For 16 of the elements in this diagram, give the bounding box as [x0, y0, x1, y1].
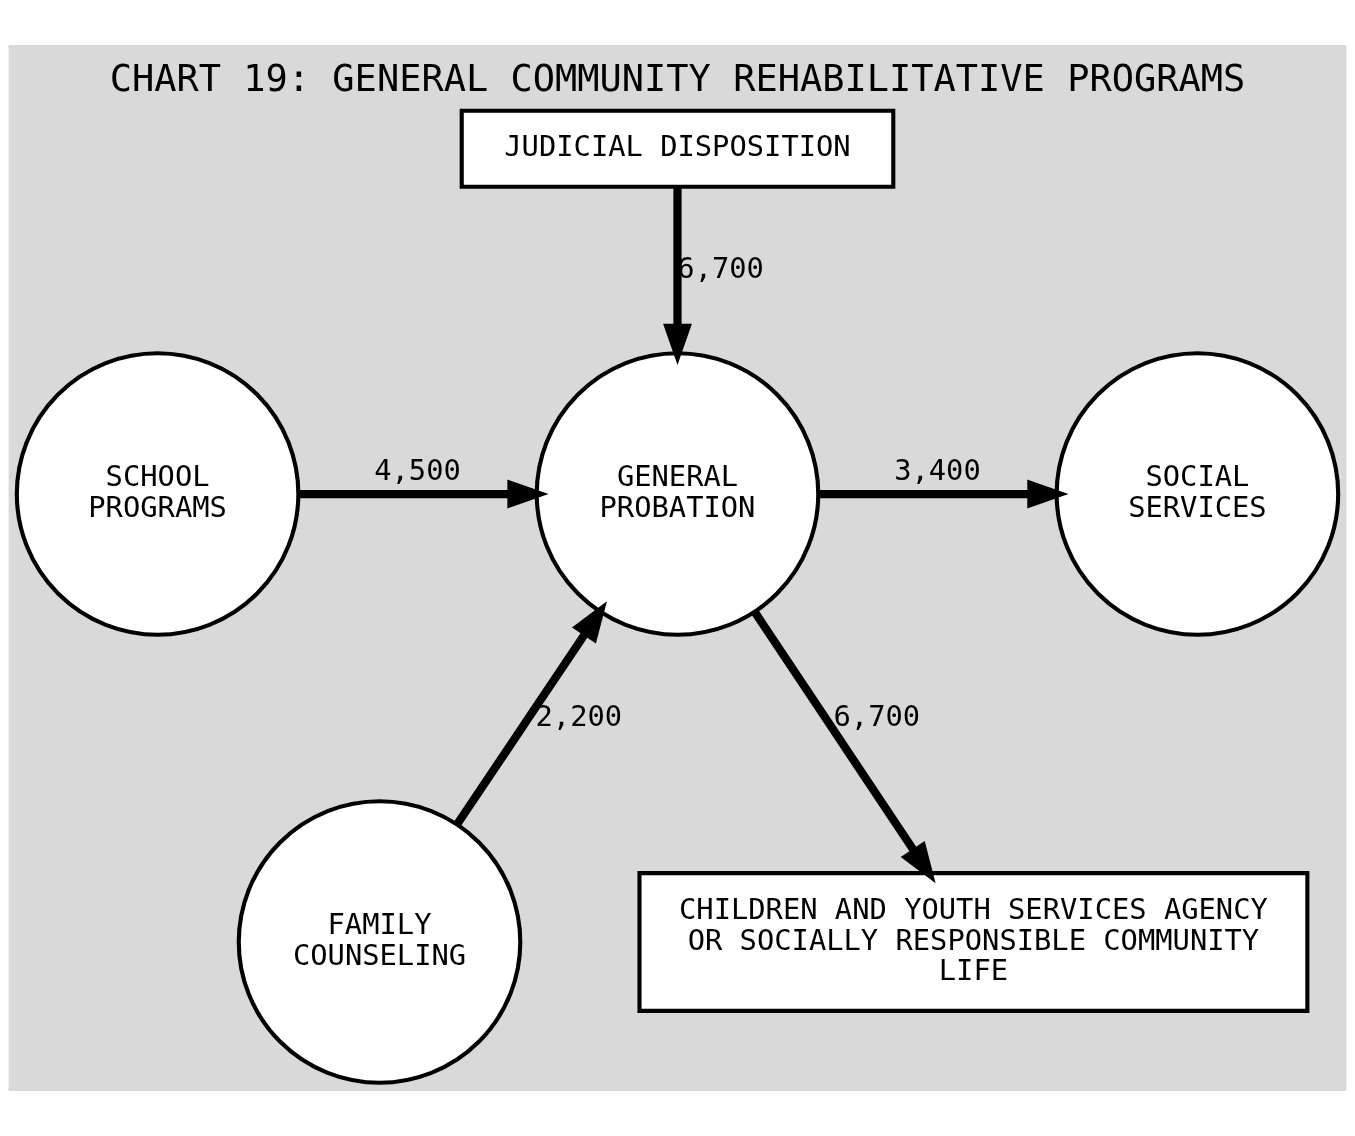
arrow [298, 479, 549, 509]
node-circle: GENERAL PROBATION [534, 351, 821, 637]
edge-label: 3,400 [894, 453, 981, 488]
node-box: CHILDREN AND YOUTH SERVICES AGENCY OR SOCIALLY RESPONSIBLE COMMUNITY LIFE [637, 871, 1310, 1013]
edge-label: 4,500 [374, 453, 461, 488]
node-box: JUDICIAL DISPOSITION [459, 108, 896, 189]
node-circle: SOCIAL SERVICES [1054, 351, 1341, 637]
arrow [751, 609, 936, 884]
diagram-title: CHART 19: GENERAL COMMUNITY REHABILITATIVE PROGRAMS [109, 57, 1246, 101]
arrow [453, 601, 607, 827]
node-circle: SCHOOL PROGRAMS [14, 351, 301, 637]
arrow [818, 479, 1069, 509]
arrow [663, 187, 692, 365]
edge-label: 6,700 [833, 698, 921, 733]
node-circle: FAMILY COUNSELING [236, 799, 523, 1085]
edge-label: 2,200 [535, 698, 623, 733]
